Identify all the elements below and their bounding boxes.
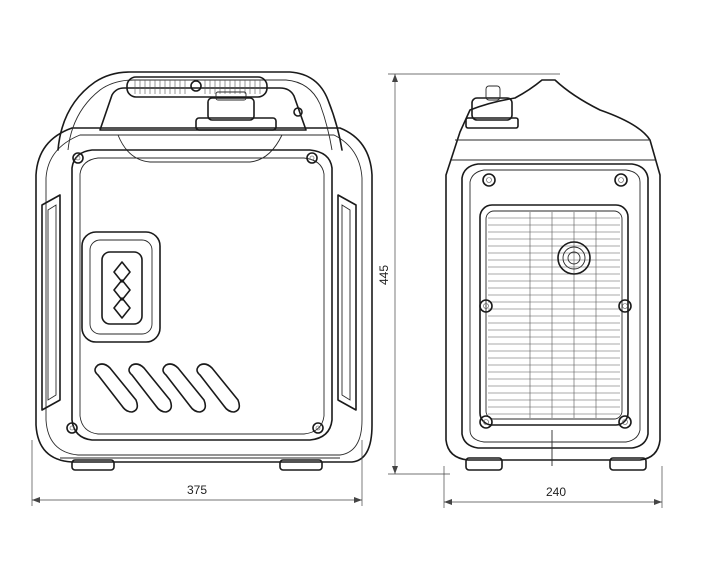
side-screws: [479, 173, 632, 429]
front-screws: [66, 107, 324, 434]
grille-bars: [488, 212, 620, 418]
front-view: [35, 71, 373, 471]
side-feet: [465, 430, 647, 471]
width-dimension-label: 375: [187, 483, 207, 497]
side-grille: [479, 204, 629, 426]
front-feet: [60, 457, 340, 471]
handle-grip: [126, 76, 268, 98]
vent-slots: [94, 363, 241, 413]
height-dimension-label: 445: [377, 265, 391, 285]
side-fuel-cap: [465, 85, 519, 129]
grille-center-cap: [557, 241, 591, 275]
depth-dimension-label: 240: [546, 485, 566, 499]
side-view: [445, 79, 661, 471]
fuel-cap: [195, 91, 277, 131]
logo-badge: [81, 231, 161, 343]
dimension-depth: 240: [443, 466, 663, 508]
dimension-height: 445: [377, 73, 560, 475]
dimension-width: 375: [31, 440, 363, 506]
